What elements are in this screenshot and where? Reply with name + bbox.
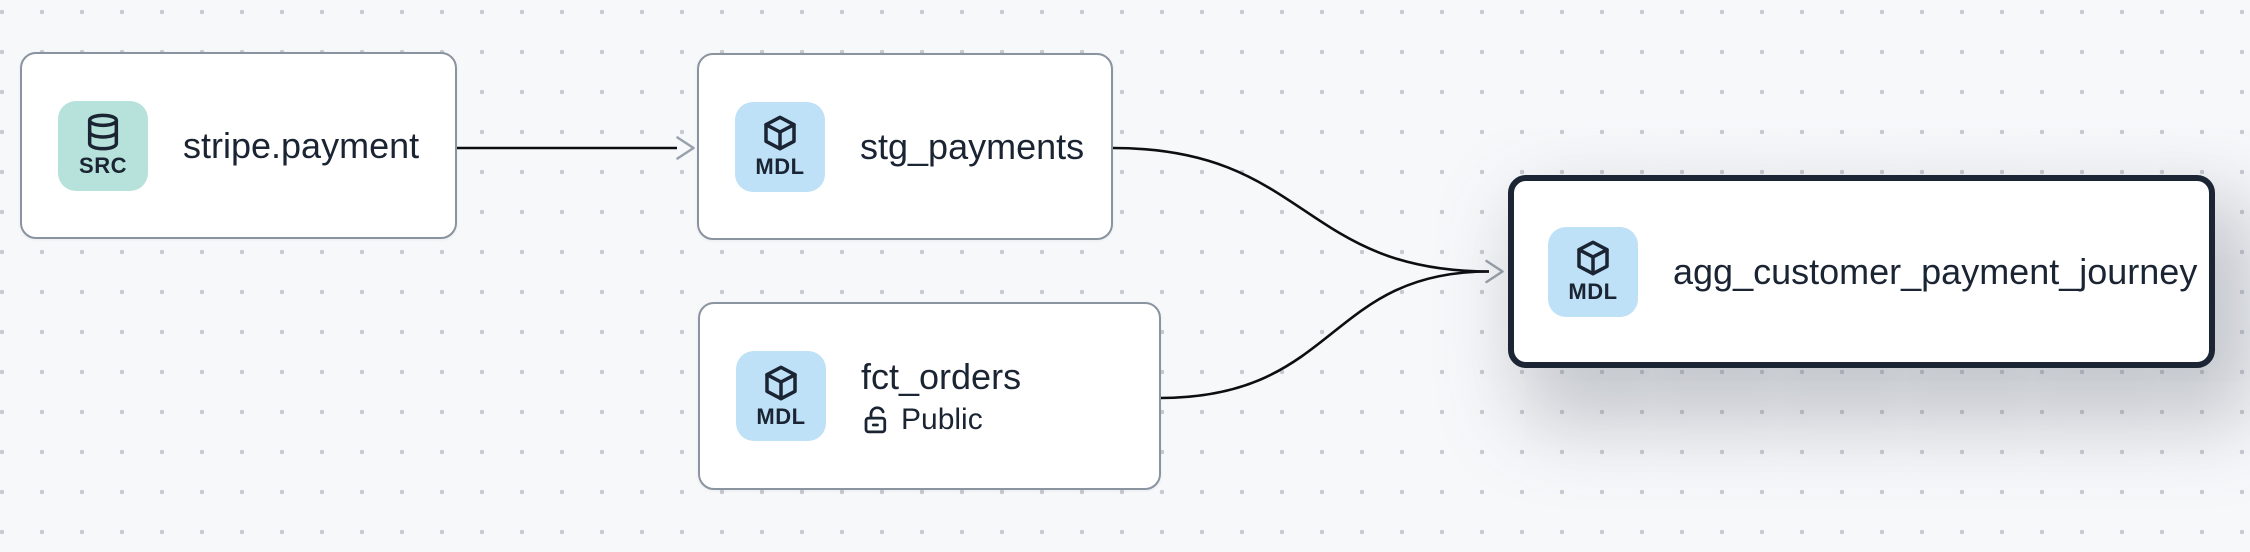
access-label: Public <box>901 402 983 436</box>
node-title: stripe.payment <box>183 124 420 166</box>
node-title: stg_payments <box>860 125 1085 167</box>
access-row: Public <box>861 402 1021 438</box>
edge-stg-payments-to-agg-customer-payment-journey <box>1112 146 1490 273</box>
unlock-icon <box>861 405 891 435</box>
resource-type-badge-model: MDL <box>736 351 826 441</box>
badge-label: MDL <box>1568 279 1618 304</box>
resource-type-badge-model: MDL <box>735 101 825 192</box>
badge-label: MDL <box>755 154 805 179</box>
resource-type-badge-source: SRC <box>58 100 148 191</box>
edge-arrowhead-agg-customer-payment-journey <box>1485 259 1504 284</box>
cube-icon <box>760 113 800 153</box>
database-icon <box>83 112 123 152</box>
resource-type-badge-model: MDL <box>1548 226 1638 317</box>
node-title: agg_customer_payment_journey <box>1673 250 2198 292</box>
node-stripe-payment[interactable]: SRC stripe.payment <box>20 52 457 239</box>
node-agg-customer-payment-journey[interactable]: MDL agg_customer_payment_journey <box>1508 175 2215 368</box>
node-title: fct_orders <box>861 355 1022 397</box>
cube-icon <box>1573 238 1613 278</box>
badge-label: SRC <box>79 153 127 178</box>
edge-arrowhead-stg-payments <box>676 136 695 160</box>
edge-fct-orders-to-agg-customer-payment-journey <box>1159 270 1490 400</box>
node-stg-payments[interactable]: MDL stg_payments <box>697 53 1113 240</box>
cube-icon <box>761 363 801 403</box>
node-fct-orders[interactable]: MDL fct_orders Public <box>698 302 1161 490</box>
badge-label: MDL <box>756 403 806 429</box>
